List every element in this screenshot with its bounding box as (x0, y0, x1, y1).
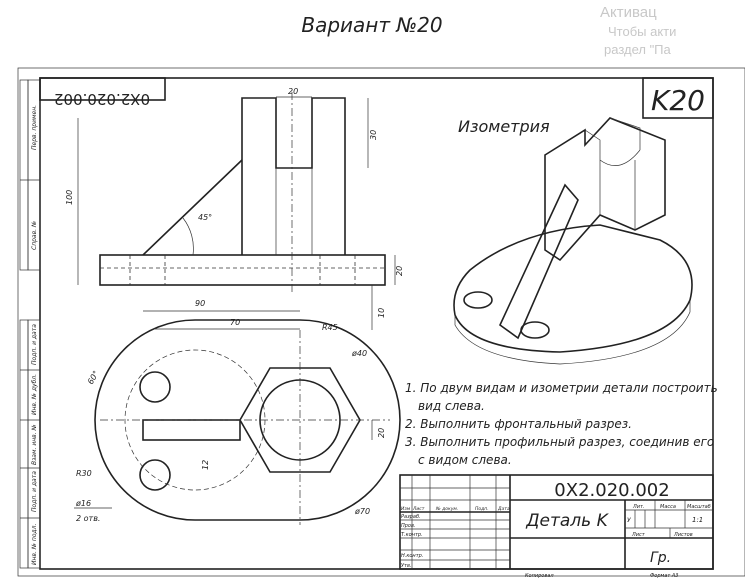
row-label: Разраб. (401, 514, 421, 520)
dim-right-20: 20 (377, 428, 386, 438)
side-stamp-label: Подп. и дата (31, 471, 38, 512)
col-header: Изм (401, 506, 411, 512)
dim-r30: R30 (76, 469, 92, 478)
dim-d70: ø70 (354, 507, 370, 516)
side-stamp-label: Инв. № дубл. (31, 374, 38, 415)
col-header: № докум. (435, 506, 458, 512)
isometry-label: Изометрия (458, 117, 550, 136)
sheet-label: Лист (631, 532, 646, 538)
group-label: Гр. (650, 550, 671, 566)
dim-d16: ø16 (75, 499, 91, 508)
instruction-line: с видом слева. (418, 453, 512, 467)
dim-r45: R45 (322, 323, 338, 332)
row-label: Н.контр. (401, 553, 423, 559)
u-label: У (627, 517, 631, 524)
title-block: 0X2.020.002 Деталь K Гр. Изм Лист № доку… (399, 474, 714, 579)
side-stamp-label: Взам. инв. № (31, 424, 38, 465)
format-label: Формат А3 (650, 573, 678, 579)
dim-height: 100 (65, 190, 74, 205)
instruction-line: 1. По двум видам и изометрии детали пост… (405, 381, 718, 395)
watermark-line: Активац (600, 4, 657, 21)
front-view: 45° 20 30 100 20 10 (65, 87, 404, 330)
variant-badge: K20 (642, 77, 714, 119)
dim-d40: ø40 (351, 349, 367, 358)
dim-holes: 2 отв. (76, 514, 100, 523)
side-stamp-label: Справ. № (31, 221, 38, 250)
variant-badge-text: K20 (651, 84, 705, 117)
watermark-line: раздел "Па (604, 42, 671, 57)
top-code-text: 0X2.020.002 (54, 90, 150, 108)
top-code-stamp: 0X2.020.002 (39, 77, 166, 108)
instruction-line: 2. Выполнить фронтальный разрез. (405, 417, 632, 431)
dim-90: 90 (195, 299, 205, 308)
dim-angle: 45° (198, 213, 212, 222)
col-header: Лист (412, 506, 425, 512)
outer-frame (17, 67, 745, 577)
row-label: Пров. (401, 523, 416, 529)
part-name: Деталь K (525, 511, 609, 531)
top-view: 90 70 R45 ø40 60° R30 ø16 2 отв. ø70 12 … (74, 299, 401, 525)
page-title: Вариант №20 (301, 13, 442, 37)
watermark-line: Чтобы акти (608, 24, 677, 39)
scale-value: 1:1 (692, 516, 703, 524)
title-block-code: 0X2.020.002 (554, 480, 669, 501)
scale-label: Масштаб (687, 504, 711, 510)
isometric-view: Изометрия (453, 117, 693, 365)
row-label: Т.контр. (401, 532, 423, 538)
instructions: 1. По двум видам и изометрии детали пост… (405, 381, 718, 467)
side-stamp: Перв. примен. Справ. № Подп. и дата Инв.… (19, 79, 41, 569)
instruction-line: 3. Выполнить профильный разрез, соединив… (405, 435, 714, 449)
sheets-label: Листов (673, 532, 693, 538)
dim-angle60: 60° (86, 369, 101, 386)
lit-label: Лит. (632, 504, 645, 510)
side-stamp-label: Перв. примен. (31, 105, 38, 150)
dim-base-offset: 10 (377, 308, 386, 318)
instruction-line: вид слева. (418, 399, 485, 413)
mass-label: Масса (660, 504, 676, 510)
side-stamp-label: Подп. и дата (31, 324, 38, 365)
side-stamp-label: Инв. № подл. (31, 524, 38, 565)
dim-70: 70 (230, 318, 240, 327)
col-header: Подп. (475, 506, 489, 512)
dim-slot-width: 12 (201, 460, 210, 470)
row-label: Утв. (401, 563, 412, 569)
dim-top-slot: 20 (288, 87, 298, 96)
dim-slot-depth: 30 (369, 130, 378, 140)
col-header: Дата (497, 506, 510, 512)
dim-base-height: 20 (395, 266, 404, 276)
copied-label: Копировал (525, 573, 554, 579)
